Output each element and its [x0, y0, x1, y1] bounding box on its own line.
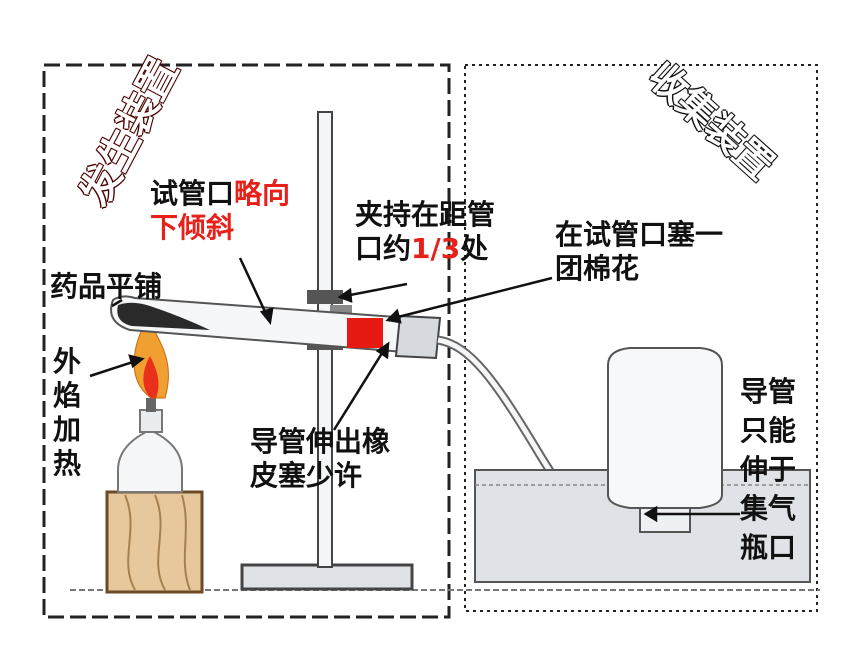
- alcohol-lamp: [117, 398, 183, 493]
- collector-frame: [464, 64, 818, 612]
- rubber-stopper: [394, 314, 442, 360]
- flame: [133, 316, 169, 399]
- cotton-label: 在试管口塞一 团棉花: [555, 218, 723, 286]
- outer-flame-label: 外焰加热: [52, 345, 81, 480]
- pointer-arrows: [89, 257, 740, 523]
- clamp-line2-prefix: 口约: [355, 232, 412, 265]
- tube-out-line1: 导管伸出橡: [250, 425, 391, 458]
- wood-block: [105, 490, 204, 594]
- tube-out-label: 导管伸出橡 皮塞少许: [250, 425, 390, 493]
- cotton-line1: 在试管口塞一: [555, 218, 724, 251]
- tube-bottle-label: 导管只能伸于集气瓶口: [740, 375, 797, 564]
- clamp-line2-suffix: 处: [460, 232, 489, 265]
- clamp-line1: 夹持在距管: [355, 198, 496, 231]
- cotton-plug: [347, 318, 383, 348]
- tube-mouth-red1: 略向: [234, 177, 291, 210]
- tube-out-line2: 皮塞少许: [250, 459, 363, 492]
- tube-mouth-label: 试管口略向 下倾斜: [150, 177, 290, 245]
- gas-bottle: [607, 347, 723, 533]
- tube-mouth-prefix: 试管口: [150, 177, 235, 210]
- cotton-line2: 团棉花: [555, 252, 640, 285]
- tube-mouth-red2: 下倾斜: [150, 211, 235, 244]
- generator-frame: [42, 63, 451, 619]
- clamp-label: 夹持在距管 口约1/3处: [355, 198, 495, 266]
- reagent: [117, 302, 210, 330]
- clamp-fraction: 1/3: [411, 232, 461, 265]
- reagent-flat-label: 药品平铺: [50, 270, 163, 303]
- test-tube: [110, 295, 442, 360]
